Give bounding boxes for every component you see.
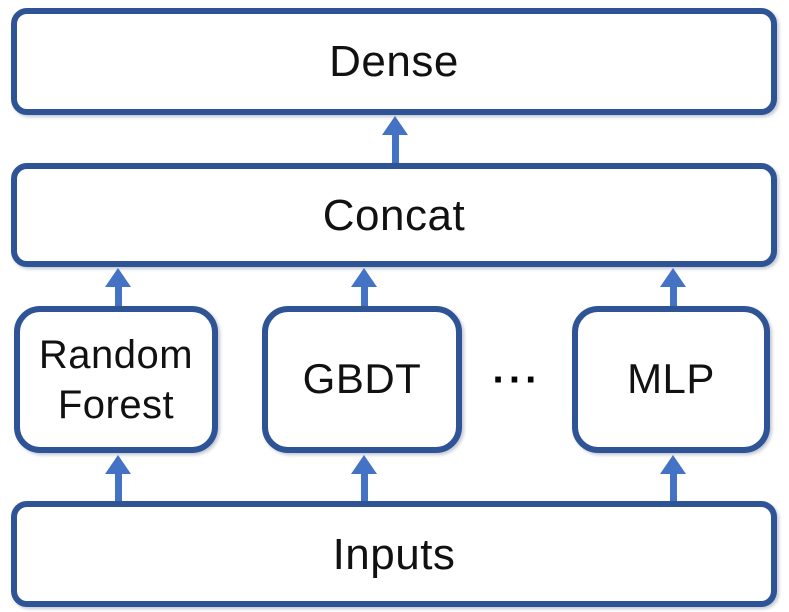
arrow-up-icon [105,455,131,474]
node-concat-label: Concat [322,190,466,240]
arrow-up-icon [660,268,686,287]
arrow-gbdt-to-concat [351,268,377,309]
node-random-forest-label: Random Forest [38,332,194,427]
arrow-shaft [360,474,368,503]
ellipsis-more-models: ··· [492,357,542,402]
node-gbdt: GBDT [262,306,462,453]
node-dense-label: Dense [329,37,459,86]
arrow-concat-to-dense [382,116,408,165]
arrow-mlp-to-concat [660,268,686,309]
arrow-shaft [391,135,399,165]
arrow-shaft [669,474,677,503]
node-concat: Concat [11,163,777,267]
arrow-shaft [114,474,122,503]
node-mlp-label: MLP [627,355,715,403]
node-gbdt-label: GBDT [302,355,422,403]
arrow-inputs-to-gbdt [351,455,377,503]
arrow-random-forest-to-concat [105,268,131,309]
arrow-up-icon [660,455,686,474]
arrow-inputs-to-random-forest [105,455,131,503]
arrow-shaft [114,287,122,309]
node-random-forest: Random Forest [14,306,218,453]
node-mlp: MLP [572,306,770,453]
arrow-up-icon [351,455,377,474]
arrow-shaft [669,287,677,309]
arrow-inputs-to-mlp [660,455,686,503]
arrow-up-icon [105,268,131,287]
node-inputs: Inputs [11,501,777,607]
arrow-shaft [360,287,368,309]
arrow-up-icon [382,116,408,135]
arrow-up-icon [351,268,377,287]
node-inputs-label: Inputs [332,529,456,579]
node-dense: Dense [11,8,777,115]
